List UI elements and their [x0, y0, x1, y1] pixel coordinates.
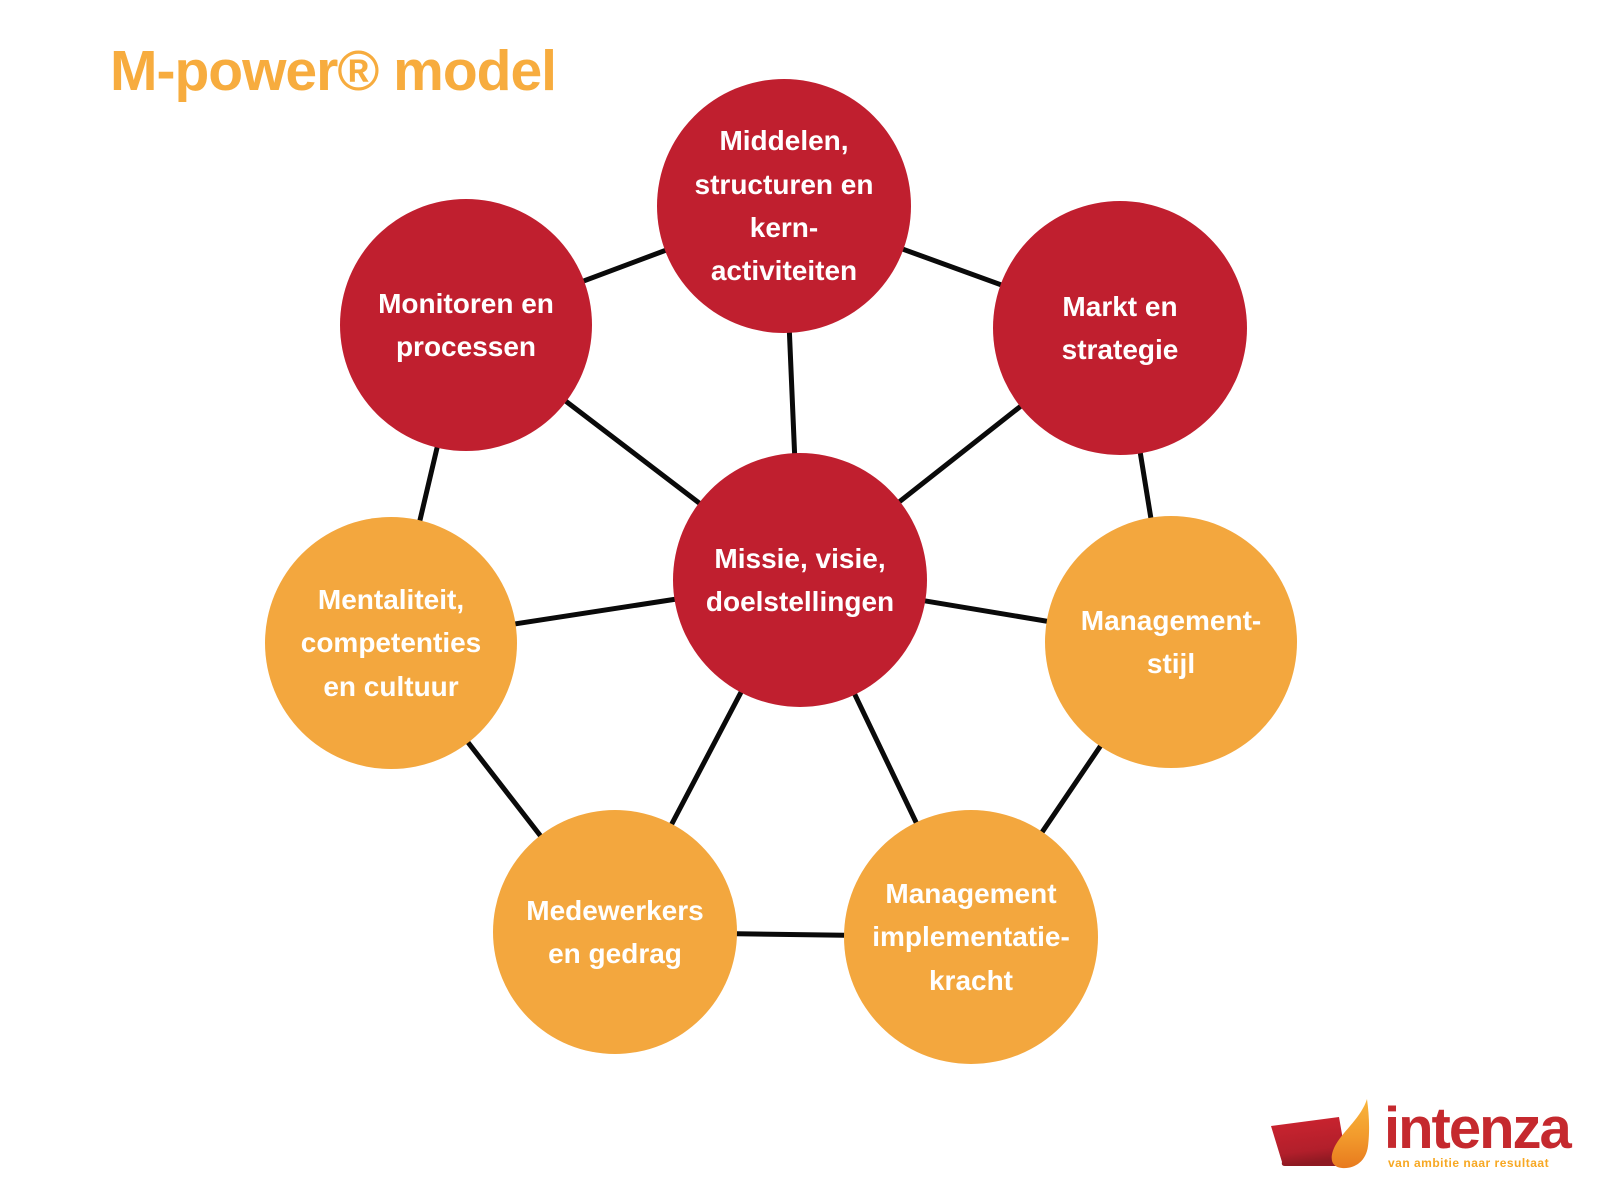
node-managementstijl: Management- stijl — [1045, 516, 1297, 768]
page-title: M-power® model — [110, 39, 557, 103]
logo-tagline: van ambitie naar resultaat — [1388, 1156, 1550, 1170]
node-label: Middelen, structuren en kern- activiteit… — [694, 125, 874, 287]
node-monitoren-en-processen: Monitoren en processen — [340, 199, 592, 451]
intenza-logo-mark-icon — [1271, 1099, 1370, 1169]
node-management-implementatiekracht: Management implementatie- kracht — [844, 810, 1098, 1064]
node-label: Management implementatie- kracht — [872, 877, 1070, 996]
node-mentaliteit-competenties-cultuur: Mentaliteit, competenties en cultuur — [265, 517, 517, 769]
node-middelen-structuren-kernactiviteiten: Middelen, structuren en kern- activiteit… — [657, 79, 911, 333]
node-label: Missie, visie, doelstellingen — [705, 542, 895, 617]
node-missie-visie-doelstellingen: Missie, visie, doelstellingen — [673, 453, 927, 707]
node-label: Mentaliteit, competenties en cultuur — [300, 583, 482, 702]
node-medewerkers-en-gedrag: Medewerkers en gedrag — [493, 810, 737, 1054]
node-label: Medewerkers en gedrag — [526, 894, 704, 969]
logo-ribbon-shape — [1271, 1117, 1347, 1166]
logo-flame-shape — [1331, 1099, 1370, 1169]
logo-wordmark: intenza — [1384, 1096, 1572, 1161]
intenza-logo: intenza van ambitie naar resultaat — [1240, 1060, 1580, 1180]
node-label: Markt en strategie — [1061, 290, 1179, 365]
node-label: Management- stijl — [1080, 604, 1262, 679]
node-label: Monitoren en processen — [378, 287, 554, 362]
node-markt-en-strategie: Markt en strategie — [993, 201, 1247, 455]
